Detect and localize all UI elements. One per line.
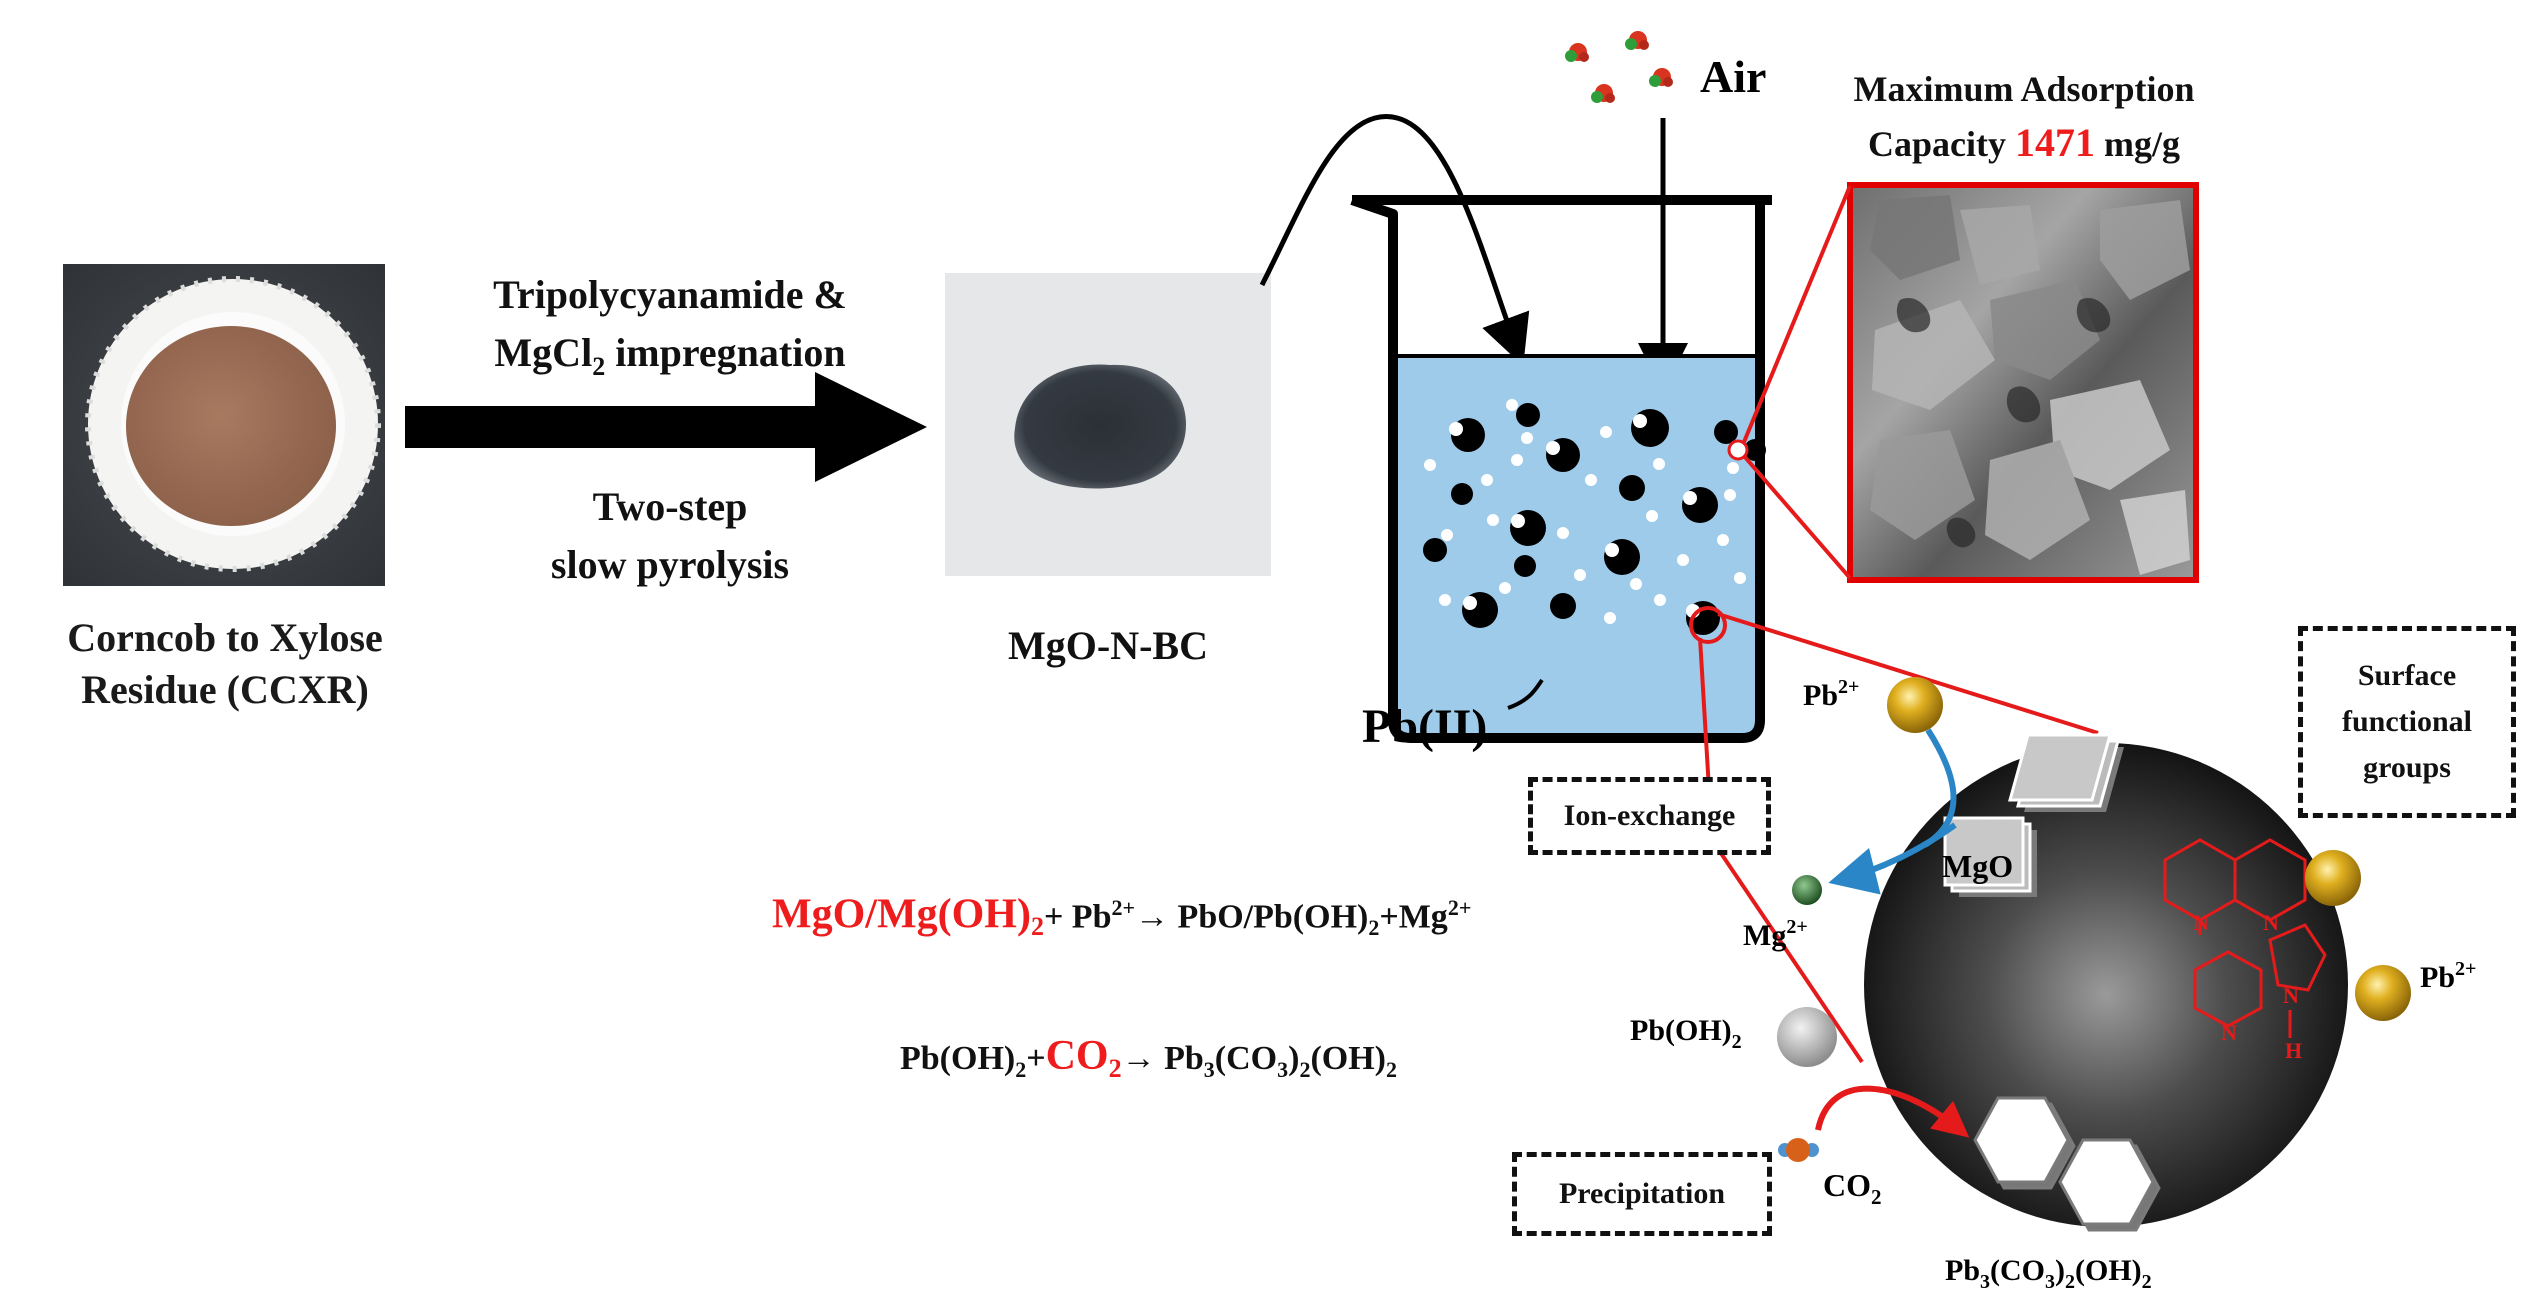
mg2-ball <box>1792 875 1822 905</box>
sem-image <box>1847 182 2199 583</box>
eq1-product-subscript: 2 <box>1368 915 1380 941</box>
eq2-oh: (OH) <box>1310 1040 1386 1077</box>
eq2-product-pb: → Pb <box>1121 1040 1204 1077</box>
arrow-bottom-line2: slow pyrolysis <box>550 542 790 587</box>
ccxr-plate-illustration <box>63 264 385 586</box>
mg2-label: Mg2+ <box>1743 916 1808 952</box>
eq2-co2-subscript: 2 <box>1108 1053 1122 1083</box>
eq2-sub-3a: 3 <box>1203 1056 1215 1082</box>
eq2-paren: ) <box>1288 1040 1300 1077</box>
equation-1: MgO/Mg(OH)2+ Pb2+→ PbO/Pb(OH)2+Mg2+ <box>772 878 1471 958</box>
eq2-reactant-subscript: 2 <box>1015 1056 1027 1082</box>
mgo-n-bc-label: MgO-N-BC <box>1008 623 1208 668</box>
n-atom-1: N <box>2193 910 2209 935</box>
pb2-ball-right <box>2355 965 2411 1021</box>
ccxr-photo <box>63 264 385 586</box>
eq1-reactant: MgO/Mg(OH) <box>772 891 1031 938</box>
arrow-top-label: Tripolycyanamide & MgCl2 impregnation <box>400 266 940 396</box>
arrow-top-line1: Tripolycyanamide & <box>493 272 847 317</box>
mgcl2-text: MgCl <box>494 330 593 375</box>
sem-title: Maximum Adsorption Capacity 1471 mg/g <box>1838 62 2210 171</box>
surface-functional-groups-box: Surface functional groups <box>2298 626 2516 818</box>
pb2-top-label: Pb2+ <box>1803 676 1859 712</box>
eq2-sub-3b: 3 <box>1277 1056 1289 1082</box>
ccxr-label: Corncob to Xylose Residue (CCXR) <box>20 612 430 716</box>
eq2-sub-2a: 2 <box>1299 1056 1311 1082</box>
capacity-value: 1471 <box>2015 120 2095 165</box>
pb3-precipitate-hexagons <box>1973 1096 2161 1232</box>
adsorbent-particles <box>1423 399 1766 644</box>
air-label: Air <box>1700 51 1766 102</box>
arrow-bottom-label: Two-step slow pyrolysis <box>400 478 940 594</box>
capacity-text: Capacity <box>1868 124 2015 164</box>
surface-line1: Surface <box>2357 659 2457 692</box>
mgo-plate-top <box>2008 733 2124 812</box>
pb2-ball-right-upper <box>2305 850 2361 906</box>
ion-exchange-arrow <box>1828 822 1957 895</box>
n-atom-2: N <box>2263 910 2279 935</box>
surface-line3: groups <box>2363 751 2451 784</box>
h-atom: H <box>2285 1038 2302 1063</box>
mgo-label: MgO <box>1942 848 2013 884</box>
arrow-top-line2: MgCl2 impregnation <box>400 324 940 396</box>
co2-label: CO2 <box>1823 1167 1882 1209</box>
mgo-plate-bottom <box>1943 816 2037 897</box>
pb3-co3-oh-label: Pb3(CO3)2(OH)2 <box>1945 1254 2152 1293</box>
eq1-pb-charge: 2+ <box>1111 895 1136 920</box>
sem-title-line1: Maximum Adsorption <box>1853 69 2195 109</box>
equation-2: Pb(OH)2+CO2→ Pb3(CO3)2(OH)2 <box>900 1026 1397 1100</box>
transfer-arrow <box>1259 114 1530 367</box>
ccxr-label-line2: Residue (CCXR) <box>81 667 369 712</box>
eq2-co: (CO <box>1214 1040 1278 1077</box>
surface-line2: functional <box>2341 705 2473 738</box>
n-atom-3: N <box>2221 1020 2237 1045</box>
functional-group-rings <box>2163 838 2327 1028</box>
pboh2-ball <box>1777 1007 1837 1067</box>
eq1-pb: + Pb <box>1043 898 1112 936</box>
biochar-powder-illustration <box>945 273 1271 576</box>
n-atom-4: N <box>2283 983 2299 1008</box>
co2-molecule-icon <box>1778 1138 1819 1162</box>
pb2-right-label: Pb2+ <box>2420 958 2476 994</box>
eq1-mg: +Mg <box>1379 898 1448 936</box>
beaker <box>1350 195 1772 743</box>
eq1-mg-charge: 2+ <box>1447 895 1472 920</box>
eq1-product: → PbO/Pb(OH) <box>1135 898 1369 936</box>
sphere-connector-top <box>1717 612 2099 735</box>
capacity-unit: mg/g <box>2095 124 2180 164</box>
sem-title-line2: Capacity 1471 mg/g <box>1838 116 2210 171</box>
mgcl2-subscript: 2 <box>592 352 606 381</box>
precipitation-arrow <box>1815 1085 1970 1138</box>
eq2-plus: + <box>1026 1040 1046 1077</box>
ccxr-label-line1: Corncob to Xylose <box>67 615 383 660</box>
process-arrow <box>405 372 927 482</box>
eq2-reactant: Pb(OH) <box>900 1040 1016 1077</box>
arrow-bottom-line1: Two-step <box>592 484 748 529</box>
precipitation-box: Precipitation <box>1512 1152 1772 1236</box>
sem-connector-top <box>1742 185 1852 443</box>
pb-ii-label: Pb(II) <box>1362 700 1487 753</box>
eq2-sub-2b: 2 <box>1385 1056 1397 1082</box>
eq2-co2: CO <box>1045 1033 1109 1079</box>
impregnation-text: impregnation <box>605 330 846 375</box>
pb2-ball-top <box>1887 677 1943 733</box>
mgo-n-bc-photo <box>945 273 1271 576</box>
pboh2-label: Pb(OH)2 <box>1630 1014 1742 1053</box>
air-droplets-icon <box>1565 31 1673 103</box>
eq1-reactant-subscript: 2 <box>1030 912 1044 942</box>
sem-connector-bottom <box>1742 454 1852 580</box>
ion-exchange-box: Ion-exchange <box>1528 777 1771 855</box>
